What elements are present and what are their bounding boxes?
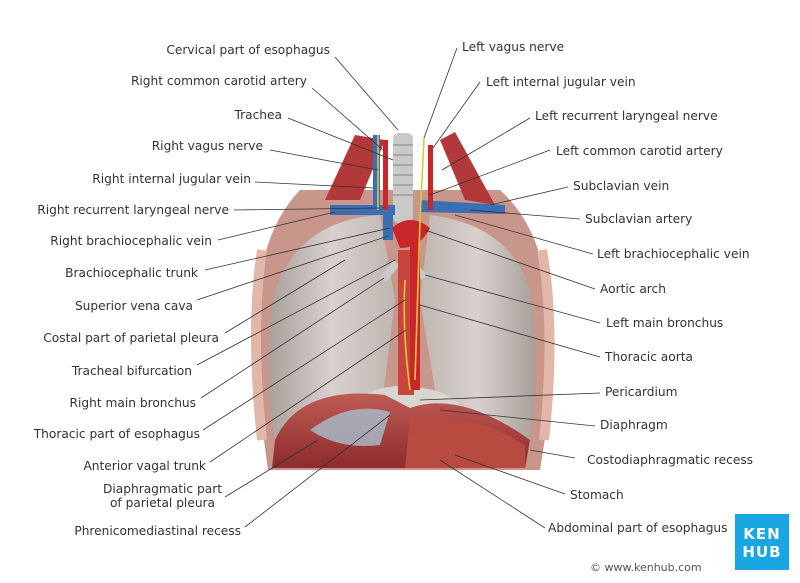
label-thoracic-aorta: Thoracic aorta — [605, 350, 693, 364]
copyright-text: © www.kenhub.com — [590, 561, 702, 574]
label-left-vagus-nerve: Left vagus nerve — [462, 40, 565, 54]
label-diaphragmatic-part-of-parietal-pleura: Diaphragmatic part of parietal pleura — [103, 482, 222, 510]
label-diaphragm: Diaphragm — [600, 418, 668, 432]
label-left-recurrent-laryngeal-nerve: Left recurrent laryngeal nerve — [535, 109, 718, 123]
label-trachea: Trachea — [234, 108, 282, 122]
label-costal-part-of-parietal-pleura: Costal part of parietal pleura — [43, 331, 219, 345]
label-phrenicomediastinal-recess: Phrenicomediastinal recess — [74, 524, 241, 538]
stomach-shape — [405, 416, 525, 468]
label-abdominal-part-of-esophagus: Abdominal part of esophagus — [548, 521, 728, 535]
label-left-main-bronchus: Left main bronchus — [606, 316, 724, 330]
logo-line-2: HUB — [742, 543, 782, 561]
pleural-cavities — [268, 215, 535, 440]
label-right-internal-jugular-vein: Right internal jugular vein — [92, 172, 251, 186]
leader-lines — [196, 47, 601, 529]
label-left-internal-jugular-vein: Left internal jugular vein — [486, 75, 636, 89]
label-right-recurrent-laryngeal-nerve: Right recurrent laryngeal nerve — [37, 203, 229, 217]
label-aortic-arch: Aortic arch — [600, 282, 666, 296]
label-right-brachiocephalic-vein: Right brachiocephalic vein — [50, 234, 212, 248]
label-right-common-carotid-artery: Right common carotid artery — [130, 74, 307, 88]
neck-muscles — [325, 132, 495, 205]
label-costodiaphragmatic-recess: Costodiaphragmatic recess — [587, 453, 754, 467]
label-anterior-vagal-trunk: Anterior vagal trunk — [83, 459, 206, 473]
logo-line-1: KEN — [743, 525, 781, 543]
label-subclavian-vein: Subclavian vein — [573, 179, 670, 193]
label-left-brachiocephalic-vein: Left brachiocephalic vein — [597, 247, 750, 261]
label-cervical-part-of-esophagus: Cervical part of esophagus — [166, 43, 330, 57]
label-brachiocephalic-trunk: Brachiocephalic trunk — [65, 266, 198, 280]
label-right-main-bronchus: Right main bronchus — [69, 396, 196, 410]
label-left-common-carotid-artery: Left common carotid artery — [556, 144, 723, 158]
label-thoracic-part-of-esophagus: Thoracic part of esophagus — [33, 427, 200, 441]
label-superior-vena-cava: Superior vena cava — [74, 299, 193, 313]
label-right-vagus-nerve: Right vagus nerve — [151, 139, 263, 153]
label-pericardium: Pericardium — [605, 385, 678, 399]
kenhub-logo: KEN HUB — [735, 514, 789, 570]
label-stomach: Stomach — [570, 488, 624, 502]
label-subclavian-artery: Subclavian artery — [585, 212, 693, 226]
label-tracheal-bifurcation: Tracheal bifurcation — [71, 364, 192, 378]
